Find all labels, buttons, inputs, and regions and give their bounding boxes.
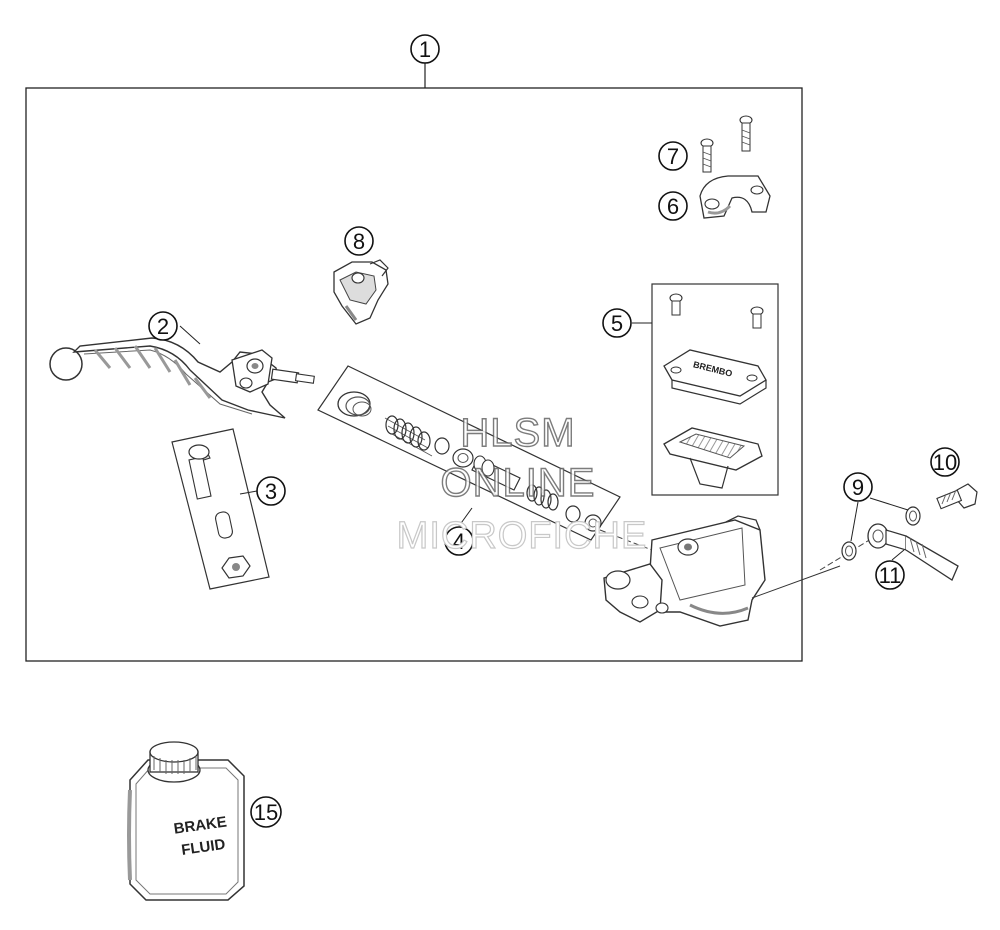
handlebar-clamp bbox=[699, 175, 771, 219]
callout-10[interactable]: 10 bbox=[930, 447, 960, 477]
callout-15[interactable]: 15 bbox=[250, 796, 282, 828]
svg-text:4: 4 bbox=[453, 529, 465, 554]
leader-4 bbox=[458, 507, 473, 527]
callout-11[interactable]: 11 bbox=[875, 560, 905, 590]
svg-text:1: 1 bbox=[419, 37, 431, 62]
svg-text:10: 10 bbox=[933, 450, 957, 475]
leader-9a bbox=[869, 497, 909, 511]
sealing-ring-lower bbox=[841, 541, 857, 561]
piston-repair-kit bbox=[317, 365, 621, 541]
pivot-bolt-kit bbox=[171, 428, 270, 590]
watermark-line3: MICROFICHE bbox=[397, 515, 648, 557]
brake-fluid-can: BRAKE FLUID bbox=[127, 741, 245, 901]
watermark-line1: HLSM bbox=[460, 411, 575, 455]
callout-4[interactable]: 4 bbox=[444, 526, 474, 556]
svg-text:2: 2 bbox=[157, 314, 169, 339]
leader-2 bbox=[179, 325, 201, 345]
callout-8[interactable]: 8 bbox=[344, 226, 374, 256]
svg-text:15: 15 bbox=[254, 800, 278, 825]
sealing-ring-upper bbox=[905, 506, 921, 526]
svg-text:5: 5 bbox=[611, 311, 623, 336]
reservoir-cap-kit: BREMBO bbox=[651, 283, 779, 496]
rubber-boot bbox=[333, 259, 389, 325]
watermark: HLSM ONLINE MICROFICHE bbox=[396, 410, 648, 557]
banjo-bolt bbox=[936, 483, 978, 510]
leader-body-to-hose bbox=[751, 565, 841, 599]
brake-lever bbox=[49, 337, 315, 419]
cap-screw-right bbox=[750, 306, 764, 329]
svg-text:6: 6 bbox=[667, 194, 679, 219]
brake-line bbox=[867, 523, 959, 581]
svg-text:7: 7 bbox=[667, 144, 679, 169]
callout-3[interactable]: 3 bbox=[256, 476, 286, 506]
leader-9b bbox=[850, 501, 859, 542]
cap-screw-left bbox=[669, 293, 683, 316]
svg-text:9: 9 bbox=[852, 475, 864, 500]
svg-text:8: 8 bbox=[353, 229, 365, 254]
callout-6[interactable]: 6 bbox=[658, 191, 688, 221]
callout-2[interactable]: 2 bbox=[148, 311, 178, 341]
assembly-frame bbox=[25, 87, 803, 662]
leader-3 bbox=[239, 490, 258, 495]
callout-1[interactable]: 1 bbox=[410, 34, 440, 64]
leader-11 bbox=[891, 549, 905, 561]
svg-text:3: 3 bbox=[265, 479, 277, 504]
callout-5[interactable]: 5 bbox=[602, 308, 632, 338]
watermark-line2: ONLINE bbox=[441, 461, 596, 505]
svg-text:11: 11 bbox=[879, 563, 902, 588]
callout-7[interactable]: 7 bbox=[658, 141, 688, 171]
callout-9[interactable]: 9 bbox=[843, 472, 873, 502]
can-label-line2: FLUID bbox=[180, 836, 226, 859]
clamp-bolts bbox=[700, 115, 753, 173]
master-cylinder-body bbox=[603, 515, 766, 627]
